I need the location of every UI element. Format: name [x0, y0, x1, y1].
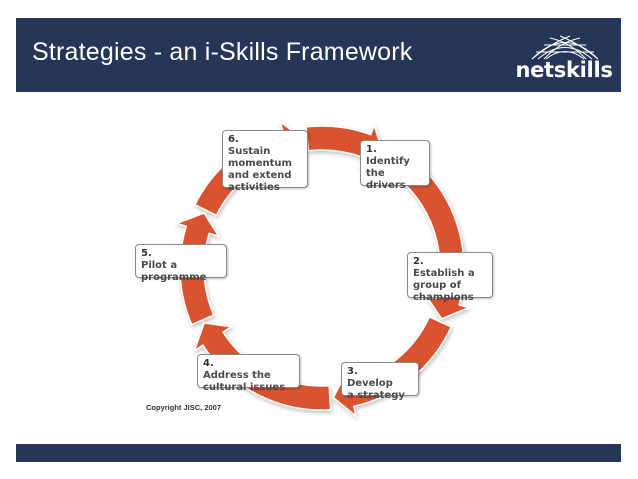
step-label: Develop a strategy: [347, 378, 405, 401]
step-number: 2.: [413, 256, 424, 267]
step-4-box: 4. Address the cultural issues: [197, 354, 300, 393]
step-number: 5.: [141, 248, 152, 259]
step-number: 3.: [347, 366, 358, 377]
step-label: Sustain momentum and extend activities: [228, 146, 292, 193]
step-label: Identify the drivers: [366, 156, 410, 191]
step-2-box: 2. Establish a group of champions: [407, 252, 493, 303]
step-1-box: 1. Identify the drivers: [360, 140, 430, 191]
step-label: Address the cultural issues: [203, 370, 286, 393]
logo-text: netskills: [515, 58, 613, 82]
netskills-logo: netskills: [512, 32, 616, 82]
step-6-box: 6. Sustain momentum and extend activitie…: [222, 130, 308, 193]
step-label: Establish a group of champions: [413, 268, 475, 303]
step-number: 6.: [228, 134, 239, 145]
slide-title: Strategies - an i-Skills Framework: [32, 38, 413, 66]
step-number: 4.: [203, 358, 214, 369]
step-number: 1.: [366, 144, 377, 155]
copyright-note: Copyright JISC, 2007: [146, 403, 222, 412]
footer-bar: [16, 444, 621, 462]
step-3-box: 3. Develop a strategy: [341, 362, 419, 401]
step-5-box: 5. Pilot a programme: [135, 244, 227, 283]
globe-mesh-icon: [531, 35, 599, 60]
header-bar: Strategies - an i-Skills Framework netsk…: [16, 18, 621, 92]
step-label: Pilot a programme: [141, 260, 207, 283]
